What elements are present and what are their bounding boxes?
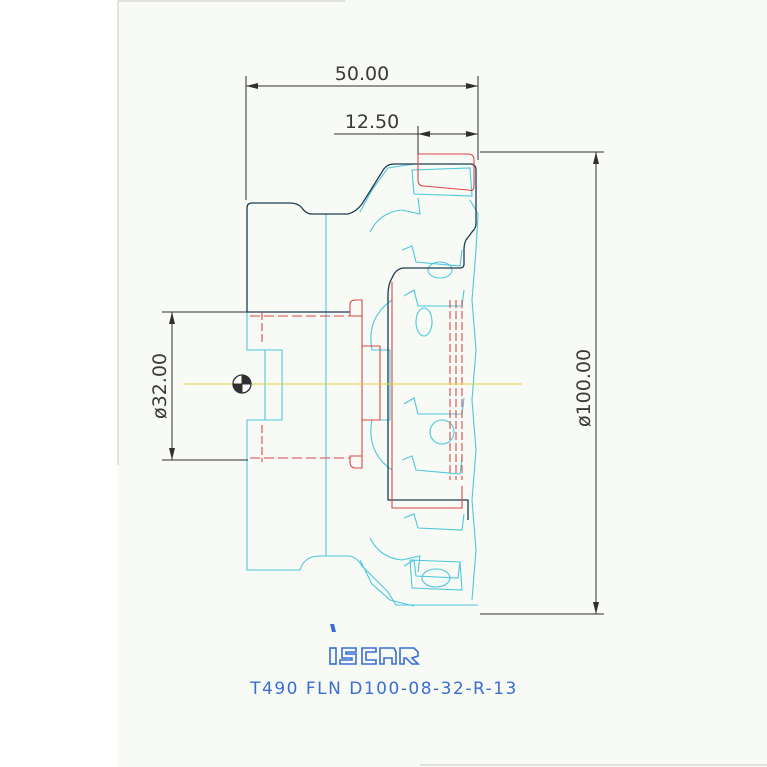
screw-hole-side <box>415 307 433 337</box>
insert-top <box>417 153 475 192</box>
dim-32-arrow-top <box>169 312 175 324</box>
dim-100-arrow-top <box>593 152 599 164</box>
dim-insert-offset: 12.50 <box>345 111 399 133</box>
dim-50-arrow-left <box>246 83 258 89</box>
screw-hole-upper <box>427 261 453 279</box>
insert-seat-cyan-b <box>409 559 463 591</box>
center-mark-icon <box>232 374 252 394</box>
chip-pocket-e <box>403 513 465 531</box>
iscar-logo-icon <box>329 624 420 665</box>
inserts-and-bore <box>250 153 475 509</box>
chip-pocket-a <box>401 245 463 267</box>
screw-hole-lower <box>421 568 451 588</box>
dim-100-arrow-bottom <box>593 602 599 614</box>
dim-bore-diameter: ø32.00 <box>149 353 171 419</box>
shank-lower-outline <box>246 465 478 606</box>
bore-step <box>361 345 381 421</box>
dim-12-arrow-left <box>418 131 430 137</box>
part-number: T490 FLN D100-08-32-R-13 <box>249 679 518 699</box>
bore-relief-arc <box>370 299 393 471</box>
dimension-lines <box>162 76 604 615</box>
chip-pocket-d <box>401 455 463 475</box>
insert-pocket-frame <box>391 282 463 509</box>
cutter-body-outline <box>246 163 479 607</box>
dim-cutter-diameter: ø100.00 <box>573 349 595 427</box>
screw-hole-mid <box>429 419 455 445</box>
dim-overall-length: 50.00 <box>335 63 389 85</box>
dim-12-arrow-right <box>466 131 478 137</box>
dim-50-arrow-right <box>466 83 478 89</box>
insert-seat-cyan-a <box>411 167 473 197</box>
front-lower-profile <box>359 559 415 607</box>
body-dark-outline <box>246 163 477 520</box>
upper-body-outline <box>246 163 477 520</box>
dimension-arrows <box>169 83 599 614</box>
dim-32-arrow-bottom <box>169 448 175 460</box>
front-face-edge <box>469 199 479 601</box>
bore-cap-upper <box>349 299 363 317</box>
inner-pocket-lower <box>369 537 421 573</box>
chip-pocket-b <box>403 289 465 307</box>
inner-pocket-upper <box>369 197 421 233</box>
bore-cap-lower <box>349 455 363 469</box>
front-body-profile <box>359 163 415 213</box>
chip-pocket-c <box>403 397 465 415</box>
shank-slot-profile <box>246 312 283 465</box>
